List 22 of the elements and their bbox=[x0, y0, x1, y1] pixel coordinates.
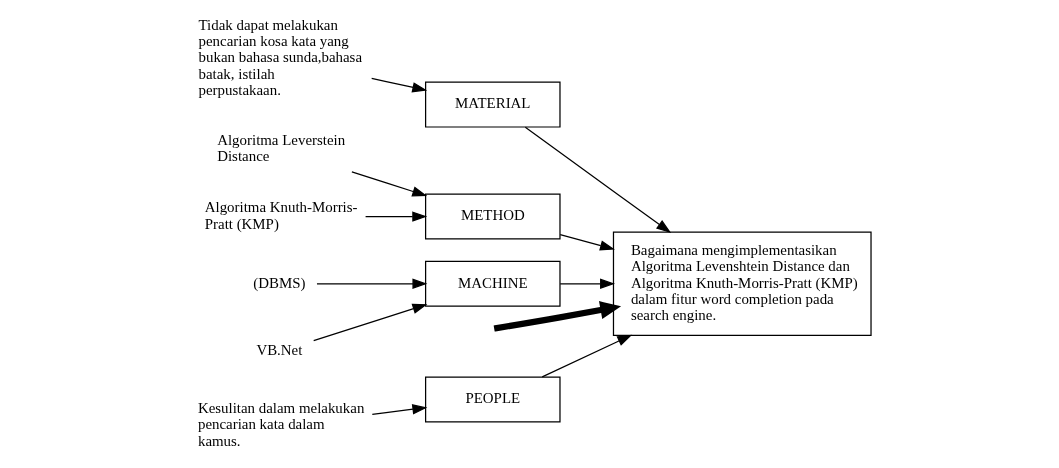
node-box: METHOD bbox=[425, 193, 561, 240]
node-box: MACHINE bbox=[425, 260, 561, 307]
node-box: MATERIAL bbox=[425, 81, 561, 128]
arrow bbox=[371, 404, 428, 415]
arrow bbox=[493, 301, 622, 332]
arrow bbox=[316, 278, 428, 289]
node-text: (DBMS) bbox=[253, 274, 306, 291]
node-text: Tidak dapat melakukan pencarian kosa kata yang bukan bahasa sunda,bahasa batak, istilah perpustakaan. bbox=[198, 17, 363, 98]
node-text: VB.Net bbox=[256, 341, 303, 358]
node-text: Algoritma Knuth-Morris-Pratt (KMP) bbox=[204, 199, 358, 232]
arrow bbox=[351, 171, 428, 197]
arrow bbox=[524, 126, 672, 234]
node-text: Algoritma Leverstein Distance bbox=[217, 132, 346, 165]
arrow bbox=[541, 334, 633, 378]
arrow bbox=[559, 233, 615, 251]
arrow bbox=[559, 278, 615, 289]
node-text: Kesulitan dalam melakukan pencarian kata dalam kamus. bbox=[197, 400, 365, 449]
arrow bbox=[371, 77, 428, 93]
node-box: PEOPLE bbox=[425, 376, 561, 423]
arrow bbox=[364, 211, 428, 222]
node-box: Bagaimana mengimplementasikan Algoritma Levenshtein Distance dan Algoritma Knuth-Morris-Pratt (KMP) dalam fitur word completion pada search engine. bbox=[612, 231, 872, 336]
arrow bbox=[313, 303, 428, 342]
